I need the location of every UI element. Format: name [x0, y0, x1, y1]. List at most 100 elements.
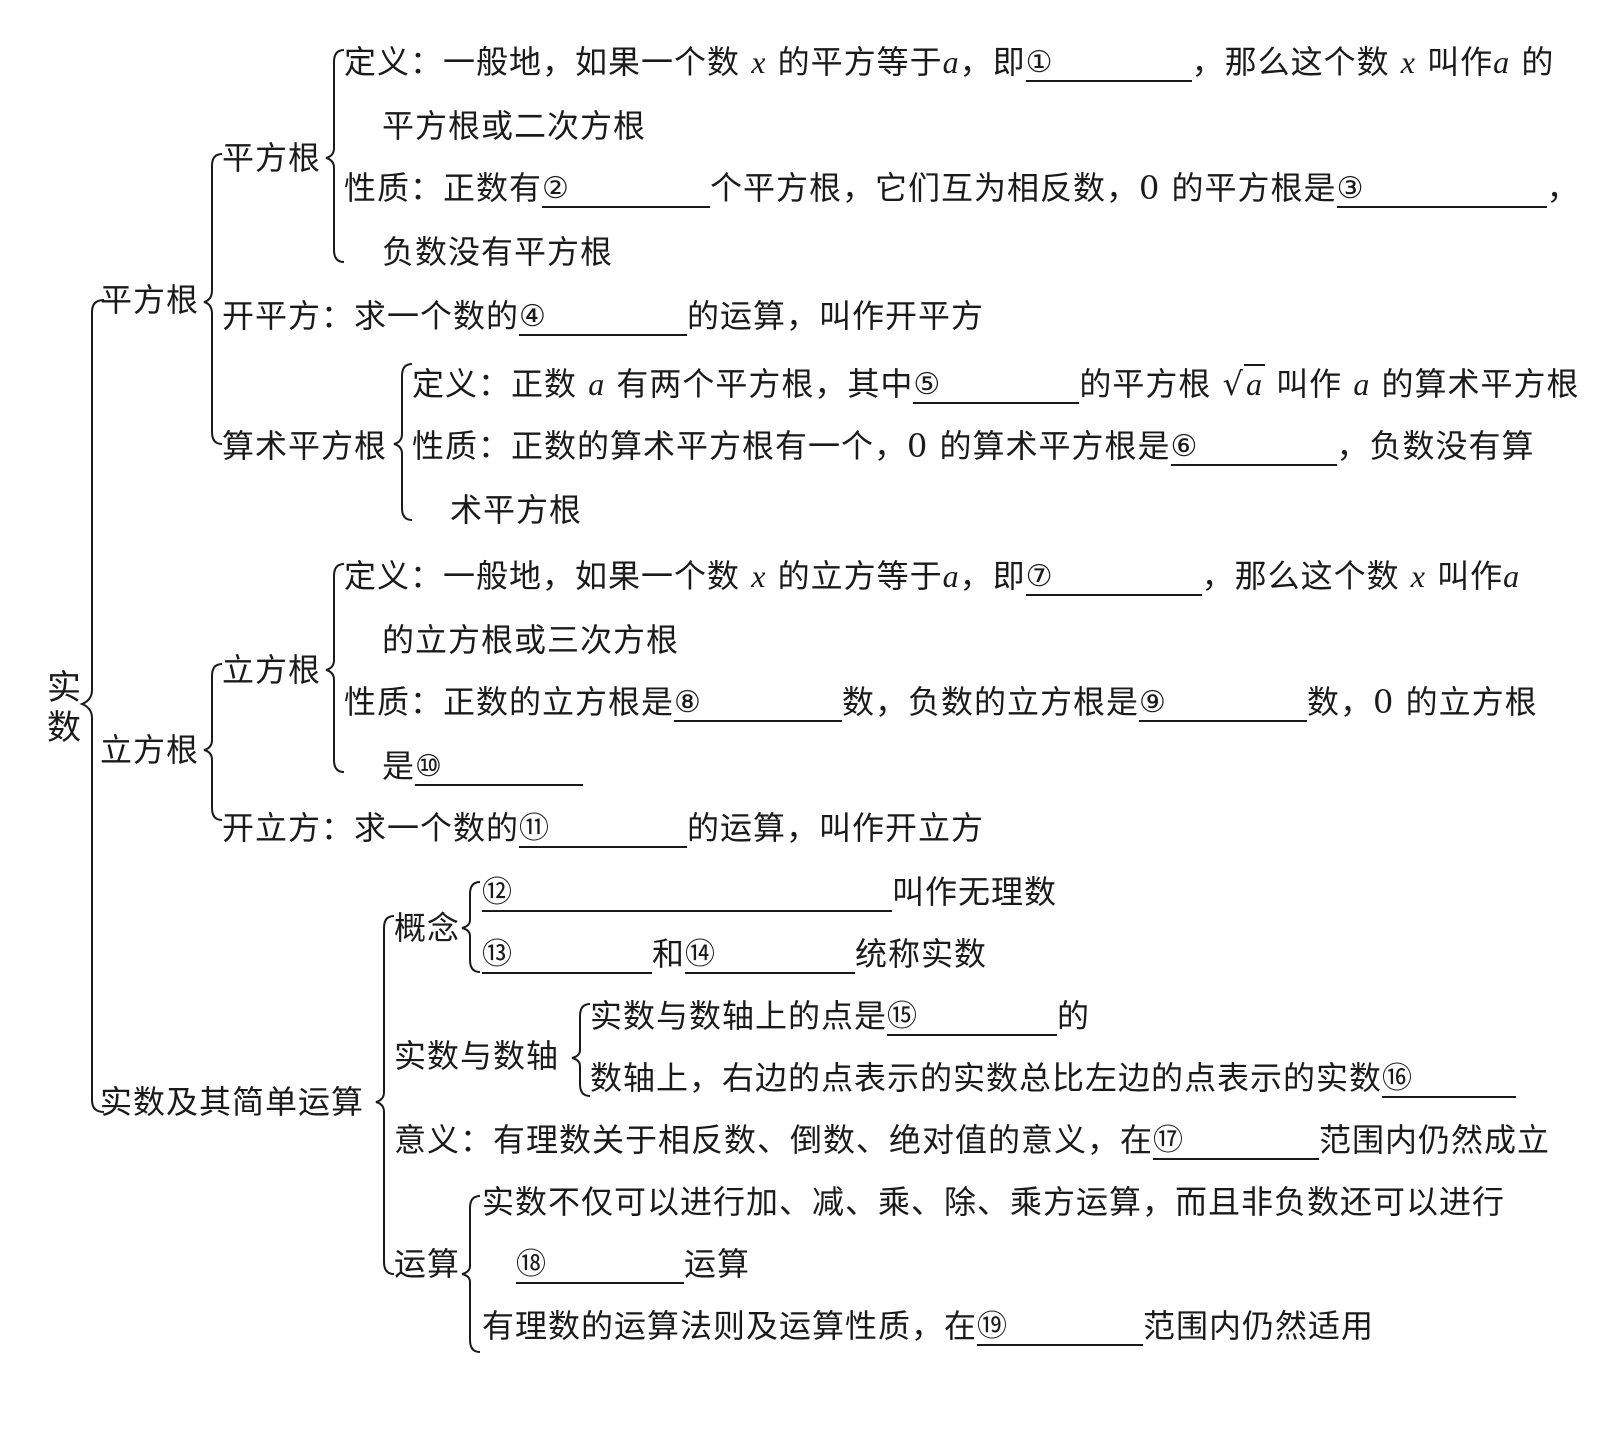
blank-num-18: ⑱: [516, 1247, 547, 1282]
blank-num-8: ⑧: [674, 685, 702, 720]
meaning-text1: 意义：有理数关于相反数、倒数、绝对值的意义，在: [394, 1121, 1154, 1159]
concept-title-text: 概念: [394, 909, 461, 947]
cube-prop-text1: 性质：正数的立方根是: [344, 683, 675, 721]
sq-def-text4: ，那么这个数: [1191, 43, 1390, 81]
blank-2[interactable]: ②: [542, 172, 711, 208]
real-title-text: 实数及其简单运算: [100, 1083, 365, 1121]
cube-def-text1: 定义：一般地，如果一个数: [344, 557, 741, 595]
var-x: x: [751, 558, 767, 594]
arith-prop-text2: ，负数没有算: [1336, 427, 1535, 465]
axis-title-text: 实数与数轴: [394, 1037, 560, 1075]
sq-prop-line2: 负数没有平方根: [382, 232, 613, 272]
sq-def-text1: 定义：一般地，如果一个数: [344, 43, 741, 81]
blank-num-6: ⑥: [1170, 429, 1199, 464]
cube-prop-line2-text: 是: [382, 747, 416, 785]
axis-brace: [571, 1003, 591, 1097]
blank-9[interactable]: ⑨: [1139, 685, 1308, 722]
blank-12[interactable]: ⑫: [482, 876, 892, 912]
blank-num-13: ⑬: [482, 937, 513, 972]
ops-line3b-text: 范围内仍然适用: [1143, 1307, 1375, 1345]
blank-14[interactable]: ⑭: [685, 937, 856, 974]
blank-num-14: ⑭: [685, 937, 717, 972]
cube-def-text5: 叫作: [1437, 557, 1504, 595]
blank-num-5: ⑤: [913, 367, 942, 402]
blank-10[interactable]: ⑩: [415, 749, 584, 786]
blank-5[interactable]: ⑤: [913, 367, 1080, 404]
ops-title: 运算: [394, 1244, 460, 1284]
sq-prop-line2-text: 负数没有平方根: [382, 233, 614, 271]
cube-sub-title-text: 立方根: [222, 651, 322, 689]
blank-11[interactable]: ⑪: [519, 812, 688, 848]
sq-title-text: 平方根: [100, 281, 200, 319]
blank-8[interactable]: ⑧: [674, 685, 843, 722]
axis-title: 实数与数轴: [394, 1036, 559, 1076]
blank-1[interactable]: ①: [1025, 46, 1192, 82]
meaning-text2: 范围内仍然成立: [1319, 1121, 1551, 1159]
var-a: a: [942, 44, 960, 80]
blank-num-16: ⑯: [1382, 1061, 1414, 1096]
blank-17[interactable]: ⑰: [1153, 1123, 1320, 1160]
sq-sub-brace: [325, 49, 345, 263]
blank-4[interactable]: ④: [519, 300, 688, 336]
blank-num-10: ⑩: [415, 749, 443, 784]
kpf-text2: 的运算，叫作开平方: [687, 297, 985, 335]
blank-num-19: ⑲: [977, 1309, 1009, 1344]
cube-title-text: 立方根: [100, 731, 200, 769]
cube-def-text3: ，即: [959, 557, 1026, 595]
arith-title: 算术平方根: [222, 426, 387, 466]
blank-6[interactable]: ⑥: [1170, 429, 1337, 466]
ops-line2-text: 运算: [684, 1245, 751, 1283]
cube-prop-text3: 数，0 的立方根: [1307, 683, 1538, 721]
blank-19[interactable]: ⑲: [977, 1309, 1144, 1346]
cube-sub-title: 立方根: [222, 650, 321, 690]
blank-7[interactable]: ⑦: [1025, 560, 1202, 596]
blank-num-17: ⑰: [1153, 1123, 1185, 1158]
sq-prop-text2: 个平方根，它们互为相反数，0 的平方根是: [710, 169, 1337, 207]
sqrt-symbol: √: [1222, 365, 1244, 403]
blank-13[interactable]: ⑬: [482, 938, 652, 974]
var-a: a: [1493, 44, 1511, 80]
var-x: x: [1400, 44, 1416, 80]
arith-prop-line2-text: 术平方根: [450, 491, 583, 529]
concept-and-text: 和: [652, 935, 686, 973]
axis-line1a-text: 实数与数轴上的点是: [590, 997, 888, 1035]
var-a: a: [1503, 558, 1521, 594]
blank-num-15: ⑮: [887, 999, 919, 1034]
cube-sub-brace: [325, 563, 345, 773]
blank-num-3: ③: [1336, 171, 1365, 206]
arith-def-text2: 有两个平方根，其中: [616, 365, 914, 403]
ops-brace: [461, 1195, 481, 1353]
arith-prop-line2: 术平方根: [450, 490, 582, 530]
real-title: 实数及其简单运算: [100, 1082, 364, 1122]
sqrt-a: √a: [1222, 364, 1265, 403]
sq-prop-text1: 性质：正数有: [344, 169, 543, 207]
sq-title: 平方根: [100, 280, 199, 320]
cube-prop-text2: 数，负数的立方根是: [842, 683, 1140, 721]
sq-prop-text3: ，: [1546, 169, 1580, 207]
real-brace: [375, 915, 395, 1275]
blank-3[interactable]: ③: [1336, 171, 1547, 208]
blank-num-9: ⑨: [1139, 685, 1167, 720]
sq-sub-title: 平方根: [222, 138, 321, 178]
ops-line3a-text: 有理数的运算法则及运算性质，在: [482, 1307, 978, 1345]
sq-def-line2: 平方根或二次方根: [382, 106, 646, 146]
concept-brace: [461, 881, 481, 973]
blank-18[interactable]: ⑱: [516, 1248, 684, 1284]
axis-line1b-text: 的: [1057, 997, 1091, 1035]
cube-title: 立方根: [100, 730, 199, 770]
root-text: 实数: [47, 668, 81, 748]
blank-16[interactable]: ⑯: [1382, 1061, 1517, 1098]
blank-15[interactable]: ⑮: [887, 999, 1058, 1036]
var-a: a: [1353, 366, 1371, 402]
